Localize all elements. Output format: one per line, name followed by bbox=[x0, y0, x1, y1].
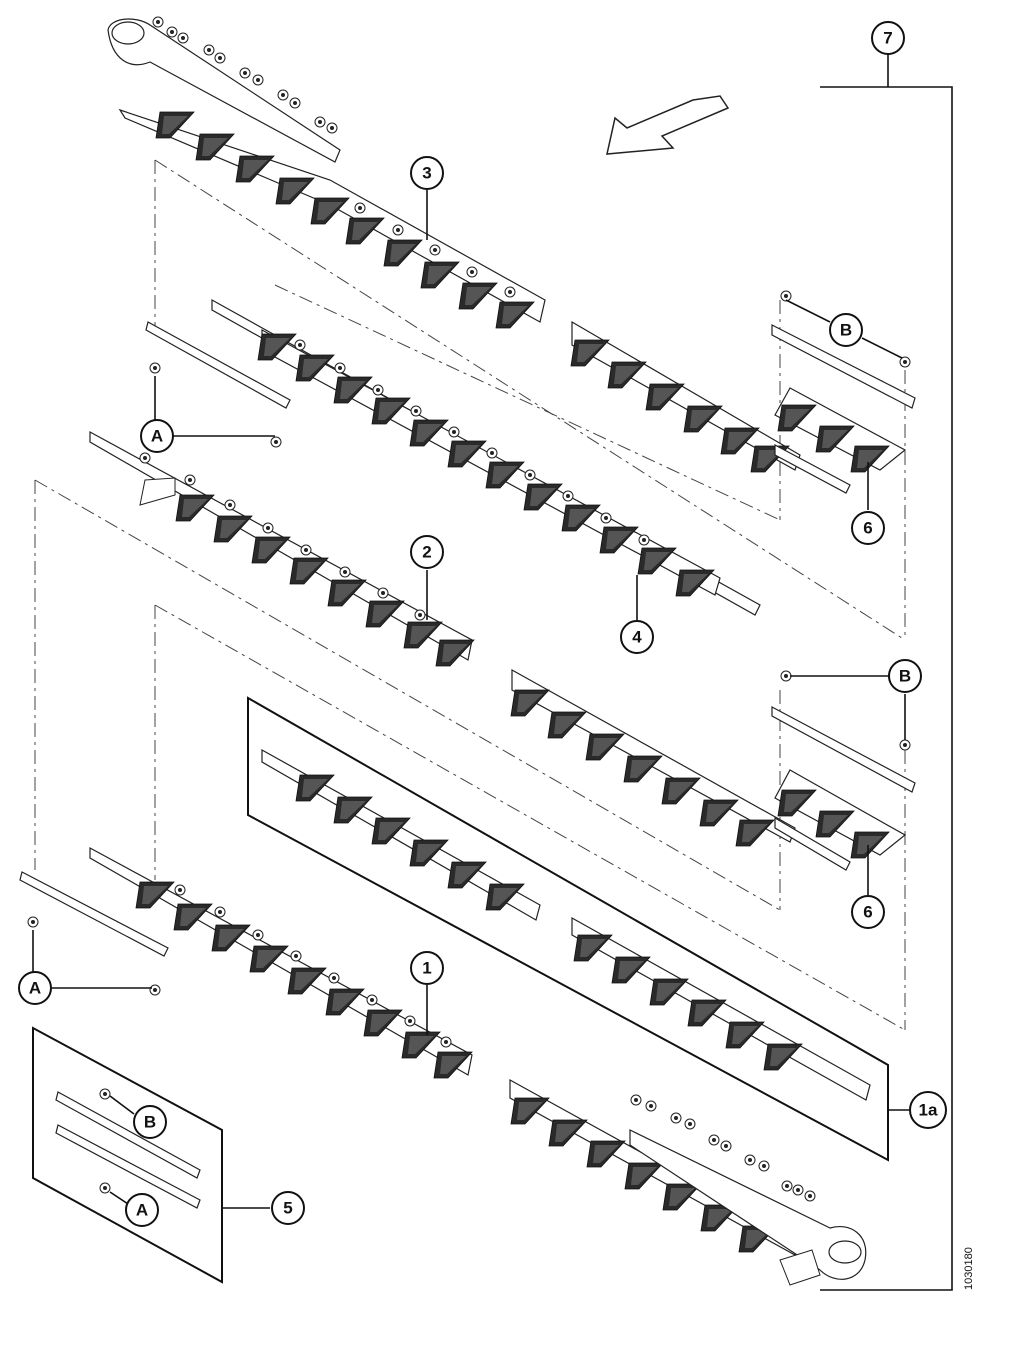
callout-b-lower: B bbox=[888, 659, 922, 693]
svg-text:B: B bbox=[840, 321, 852, 340]
teeth-row-mid-right bbox=[510, 689, 775, 847]
callout-1a: 1a bbox=[909, 1091, 947, 1129]
svg-text:1: 1 bbox=[422, 959, 431, 978]
knife-section-3 bbox=[107, 16, 546, 329]
callout-3: 3 bbox=[410, 156, 444, 190]
figure-id: 1030180 bbox=[963, 1247, 975, 1290]
knife-section-2 bbox=[89, 430, 475, 667]
bracket-7 bbox=[820, 52, 953, 1291]
knife-section-4 bbox=[211, 298, 761, 616]
callout-6-lower: 6 bbox=[851, 895, 885, 929]
svg-text:6: 6 bbox=[863, 519, 872, 538]
bolt-plate-a-lower bbox=[19, 871, 169, 996]
callout-b-box5: B bbox=[133, 1105, 167, 1139]
svg-text:6: 6 bbox=[863, 903, 872, 922]
svg-text:5: 5 bbox=[283, 1199, 292, 1218]
svg-text:2: 2 bbox=[422, 543, 431, 562]
knife-section-upper-right bbox=[570, 320, 851, 494]
splice-plate-lower bbox=[771, 670, 916, 859]
svg-text:7: 7 bbox=[883, 29, 892, 48]
splice-plate-upper bbox=[771, 290, 916, 473]
callout-6-upper: 6 bbox=[851, 511, 885, 545]
direction-arrow-icon bbox=[606, 95, 730, 155]
callout-4: 4 bbox=[620, 620, 654, 654]
svg-text:A: A bbox=[136, 1201, 148, 1220]
box-5 bbox=[32, 1026, 223, 1284]
teeth-row-2 bbox=[175, 494, 475, 667]
callout-a-lower: A bbox=[18, 971, 52, 1005]
teeth-row-3 bbox=[155, 111, 535, 329]
callout-a-upper: A bbox=[140, 419, 174, 453]
callout-2: 2 bbox=[410, 535, 444, 569]
knife-section-bottom bbox=[509, 1078, 867, 1286]
callout-a-box5: A bbox=[125, 1193, 159, 1227]
leader-lines bbox=[32, 190, 910, 1209]
knife-section-1 bbox=[89, 846, 473, 1079]
svg-text:1a: 1a bbox=[919, 1101, 938, 1120]
bolt-plate-a-upper bbox=[145, 321, 291, 448]
svg-text:B: B bbox=[144, 1113, 156, 1132]
svg-text:A: A bbox=[29, 979, 41, 998]
bolts-row-1 bbox=[174, 884, 452, 1048]
svg-text:3: 3 bbox=[422, 164, 431, 183]
svg-text:4: 4 bbox=[632, 628, 642, 647]
svg-text:B: B bbox=[899, 667, 911, 686]
box-1a bbox=[247, 696, 889, 1162]
svg-text:A: A bbox=[151, 427, 163, 446]
callout-7: 7 bbox=[871, 21, 905, 55]
callout-1: 1 bbox=[410, 951, 444, 985]
callout-b-upper: B bbox=[829, 313, 863, 347]
knife-section-mid-right bbox=[510, 668, 851, 871]
callout-5: 5 bbox=[271, 1191, 305, 1225]
